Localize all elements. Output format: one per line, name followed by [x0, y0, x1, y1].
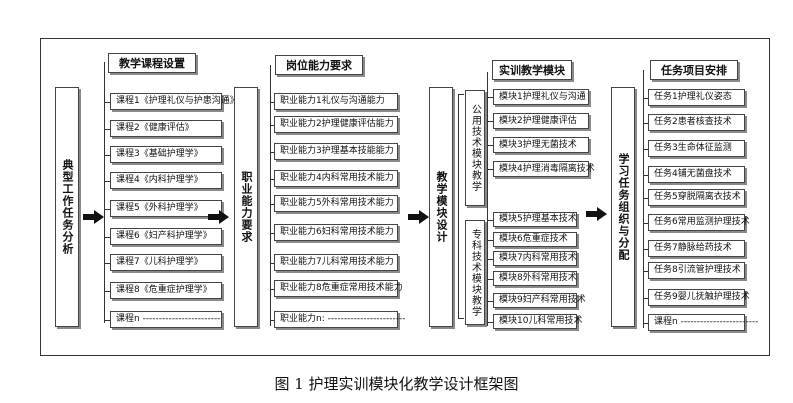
list-item: 任务5穿脱隔离衣技术 [648, 189, 745, 206]
arrow-icon [208, 210, 229, 224]
list-item: 职业能力2护理健康评估能力 [274, 116, 398, 133]
list-item: 任务2患者核查技术 [648, 114, 745, 131]
list-item: 模块2护理健康评估 [493, 113, 589, 129]
list-item: 任务3生命体征监测 [648, 140, 745, 157]
list-item: 模块8外科常用技术 [493, 271, 577, 286]
list-item: 模块5护理基本技术 [493, 212, 577, 227]
list-item: 模块3护理无菌技术 [493, 137, 589, 153]
module-design-label: 教学模块设计 [435, 171, 448, 243]
arrow-icon [83, 210, 104, 224]
col3-header: 实训教学模块 [492, 60, 572, 80]
list-item: 任务7静脉给药技术 [648, 240, 745, 257]
list-item: 模块7内科常用技术 [493, 251, 577, 266]
col1-header: 教学课程设置 [108, 53, 196, 73]
list-item: 模块10儿科常用技术 [493, 314, 582, 329]
list-item: 模块1护理礼仪与沟通 [493, 89, 589, 105]
public-module-label: 公用技术模块教学 [469, 104, 481, 192]
task-allocation-label: 学习任务组织与分配 [617, 153, 630, 261]
competency-box: 职业能力要求 [234, 87, 258, 327]
arrow-icon [408, 210, 429, 224]
list-item: 模块4护理消毒隔离技术 [493, 161, 595, 177]
task-analysis-box: 典型工作任务分析 [55, 87, 79, 327]
list-item: 课程6《妇产科护理学》 [110, 228, 222, 245]
list-item: 课程n ------------------------ [110, 311, 222, 328]
list-item: 任务8引流管护理技术 [648, 262, 745, 279]
list-item: 课程n ------------------------ [648, 314, 759, 331]
list-item: 课程3《基础护理学》 [110, 146, 222, 163]
list-item: 职业能力n: ------------------------ [274, 311, 406, 328]
list-item: 任务1护理礼仪姿态 [648, 89, 745, 106]
list-item: 任务9婴儿抚触护理技术 [648, 289, 750, 306]
col4-header: 任务项目安排 [650, 60, 738, 80]
list-item: 职业能力7儿科常用技术能力 [274, 254, 398, 271]
task-allocation-box: 学习任务组织与分配 [611, 87, 635, 327]
list-item: 职业能力8危重症常用技术能力 [274, 280, 403, 297]
competency-label: 职业能力要求 [240, 171, 253, 243]
list-item: 模块9妇产科常用技术 [493, 293, 586, 308]
col4-bracket [643, 70, 644, 328]
col3-bracket [458, 94, 459, 318]
list-item: 课程2《健康评估》 [110, 120, 222, 137]
list-item: 职业能力1礼仪与沟通能力 [274, 93, 398, 110]
list-item: 职业能力6妇科常用技术能力 [274, 224, 398, 241]
col2-bracket [270, 65, 271, 326]
list-item: 模块6危重症技术 [493, 232, 577, 247]
list-item: 任务6常用监测护理技术 [648, 214, 750, 231]
figure-caption: 图 1 护理实训模块化教学设计框架图 [274, 375, 519, 393]
list-item: 职业能力3护理基本技能能力 [274, 143, 398, 160]
list-item: 课程8《危重症护理学》 [110, 282, 222, 299]
list-item: 课程1《护理礼仪与护患沟通》 [110, 93, 239, 110]
list-item: 课程7《儿科护理学》 [110, 254, 222, 271]
list-item: 课程5《外科护理学》 [110, 200, 222, 217]
list-item: 职业能力4内科常用技术能力 [274, 170, 398, 187]
col3-inner-bracket [487, 72, 488, 326]
col1-bracket [104, 62, 105, 323]
specialty-module-label: 专科技术模块教学 [469, 228, 481, 317]
task-analysis-label: 典型工作任务分析 [61, 159, 74, 255]
list-item: 职业能力5外科常用技术能力 [274, 195, 398, 212]
list-item: 课程4《内科护理学》 [110, 172, 222, 189]
specialty-module-box: 专科技术模块教学 [465, 220, 485, 325]
diagram-frame [40, 38, 770, 356]
col2-header: 岗位能力要求 [275, 55, 363, 75]
module-design-box: 教学模块设计 [429, 87, 453, 327]
list-item: 任务4铺无菌盘技术 [648, 166, 745, 183]
public-module-box: 公用技术模块教学 [465, 90, 485, 206]
arrow-icon [586, 207, 607, 221]
